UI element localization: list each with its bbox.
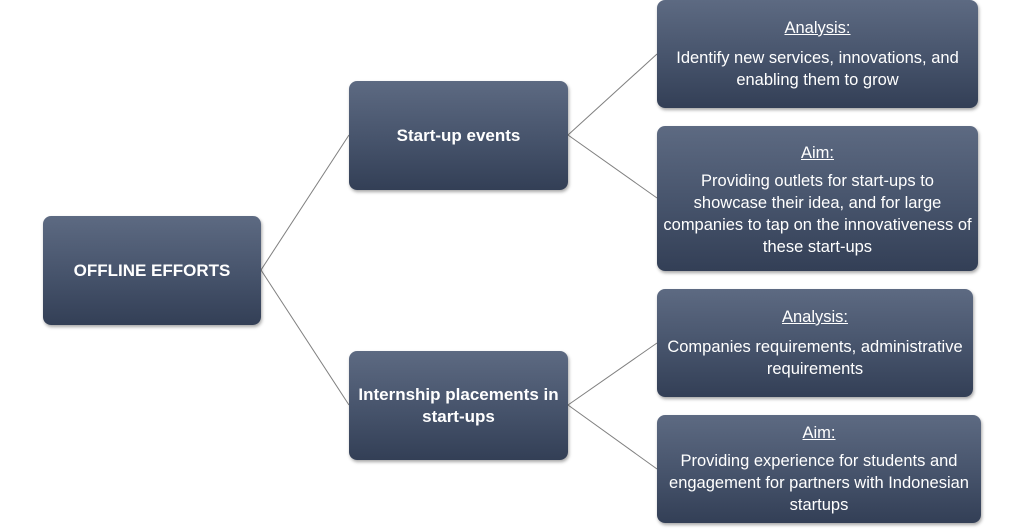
root-node-label: OFFLINE EFFORTS <box>73 260 231 280</box>
detail-text: Providing experience for students and en… <box>669 452 969 514</box>
detail-text: Providing outlets for start-ups to showc… <box>663 171 972 256</box>
connector-start-up-events-to-analysis <box>567 53 658 136</box>
detail-text: Companies requirements, administrative r… <box>667 338 963 378</box>
branch-node-label: Internship placements in start-ups <box>358 384 559 426</box>
connector-root-to-start-up-events <box>260 134 350 271</box>
detail-text: Identify new services, innovations, and … <box>676 49 959 89</box>
branch-node-start-up-events: Start-up events <box>349 81 568 190</box>
detail-node-start-up-events-analysis: Analysis: Identify new services, innovat… <box>657 0 978 108</box>
connector-internship-to-analysis <box>567 342 658 406</box>
detail-heading: Analysis: <box>781 308 849 326</box>
detail-heading: Aim: <box>802 424 836 442</box>
connector-root-to-internship-placements <box>260 269 350 406</box>
detail-node-internship-aim: Aim: Providing experience for students a… <box>657 415 981 523</box>
detail-heading: Aim: <box>801 143 834 162</box>
detail-node-internship-analysis: Analysis: Companies requirements, admini… <box>657 289 973 397</box>
connector-internship-to-aim <box>567 404 658 470</box>
branch-node-label: Start-up events <box>396 125 521 145</box>
root-node-offline-efforts: OFFLINE EFFORTS <box>43 216 261 325</box>
detail-node-start-up-events-aim: Aim: Providing outlets for start-ups to … <box>657 126 978 271</box>
branch-node-internship-placements: Internship placements in start-ups <box>349 351 568 460</box>
connector-start-up-events-to-aim <box>567 134 658 199</box>
detail-heading: Analysis: <box>784 19 851 37</box>
